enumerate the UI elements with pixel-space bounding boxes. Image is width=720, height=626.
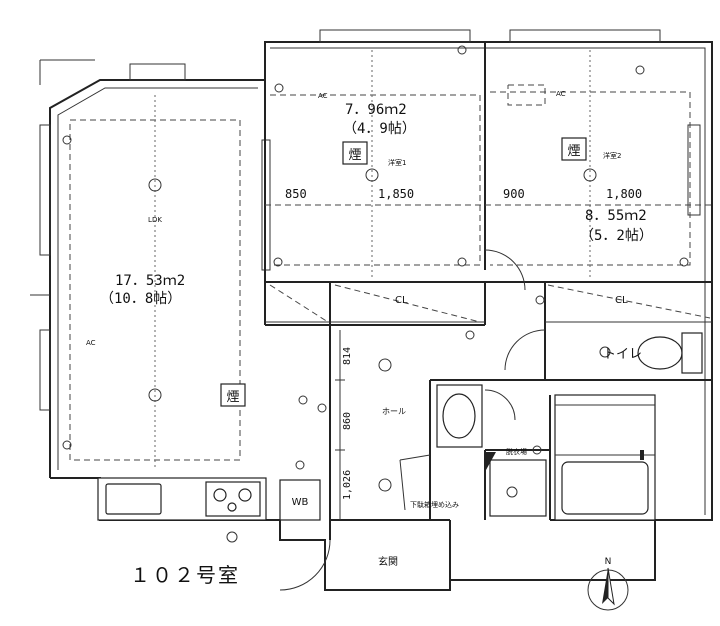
smoke-detector-w1-label: 煙 (348, 148, 361, 163)
ldk-ac-label: AC (86, 339, 96, 347)
smoke-detector-ldk-box (220, 383, 246, 407)
w2-area-label: 8．55ｍ2 (585, 208, 647, 224)
w2-ac-label: AC (556, 90, 566, 98)
dim-w1-right: 1,850 (378, 187, 414, 201)
ceiling-lines (69, 50, 712, 470)
dim-hall-mid: 860 (342, 412, 353, 430)
w1-ac-label: AC (318, 92, 328, 100)
stove-burners (213, 488, 252, 512)
ldk-code-label: LDK (148, 216, 162, 224)
entrance-label: 玄関 (378, 555, 398, 568)
w2-code-label: 洋室2 (603, 151, 621, 160)
dim-w2-left: 900 (503, 187, 525, 201)
washing-machine-pan (486, 452, 547, 517)
toilet-label: トイレ (603, 347, 642, 362)
ldk-area-label: 17．53ｍ2 (115, 273, 185, 289)
closet2-label: CL (615, 295, 628, 306)
hall-label: ホール (382, 407, 406, 416)
shoe-storage-label: 下駄箱埋め込み (410, 500, 459, 509)
unit-bath (554, 394, 656, 521)
doors (279, 249, 546, 591)
dim-w2-right: 1,800 (606, 187, 642, 201)
ceiling-lights (148, 168, 611, 498)
north-arrow-icon (587, 567, 629, 611)
smoke-detector-ldk-label: 煙 (226, 390, 239, 405)
closet1-label: CL (395, 295, 408, 306)
smoke-detector-w2-box (561, 137, 587, 161)
closets (265, 284, 712, 323)
smoke-detector-w1-box (342, 141, 368, 165)
w1-code-label: 洋室1 (388, 158, 406, 167)
dim-hall-top: 814 (342, 347, 353, 365)
dim-hall-bottom: 1,026 (342, 470, 353, 500)
ldk-tatami-label: （10．8帖） (100, 291, 181, 307)
unit-number-label: １０２号室 (130, 563, 240, 587)
toilet-fixture (637, 332, 703, 374)
water-heater-box (279, 479, 321, 521)
washroom-label: 脱衣場 (506, 447, 527, 456)
washbasin (436, 384, 483, 448)
w1-area-label: 7．96ｍ2 (345, 102, 407, 118)
dim-w1-left: 850 (285, 187, 307, 201)
dimension-lines (335, 330, 345, 520)
kitchen-counter (97, 477, 267, 521)
wb-label: WB (292, 497, 309, 508)
w2-tatami-label: （5．2帖） (580, 228, 653, 244)
smoke-detector-w2-label: 煙 (567, 144, 580, 159)
north-label: N (605, 557, 612, 567)
outlets (62, 45, 689, 543)
w1-tatami-label: （4．9帖） (343, 121, 416, 137)
